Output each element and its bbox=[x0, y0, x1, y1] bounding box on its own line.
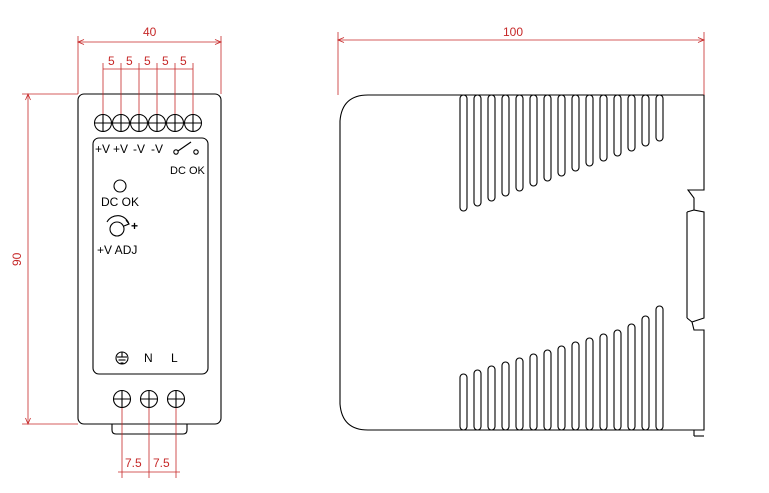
side-view bbox=[339, 94, 705, 437]
terminal-screw-icon bbox=[93, 113, 113, 133]
dim-height-label: 90 bbox=[10, 252, 24, 266]
bottom-vent-slots bbox=[459, 305, 664, 431]
dim-pitch-label: 5 bbox=[144, 54, 151, 68]
front-label-panel bbox=[92, 137, 209, 375]
output-label: +V bbox=[113, 142, 128, 156]
front-housing bbox=[77, 93, 222, 425]
terminal-screw-icon bbox=[165, 113, 185, 133]
relay-label: DC OK bbox=[170, 165, 206, 177]
terminal-screw-icon bbox=[111, 113, 131, 133]
terminal-screw-icon bbox=[183, 113, 203, 133]
relay-switch-icon bbox=[173, 141, 199, 155]
dim-pitch-label: 5 bbox=[108, 54, 115, 68]
dim-pitch-label: 5 bbox=[180, 54, 187, 68]
input-label-n: N bbox=[144, 351, 153, 365]
dc-ok-led-icon bbox=[113, 179, 127, 193]
din-clip-tab bbox=[111, 424, 188, 435]
dim-input-pitch-label: 7.5 bbox=[125, 456, 142, 470]
front-view: +V +V -V -V DC OK DC OK + +V ADJ bbox=[77, 93, 222, 435]
front-dimensions: 40 5 5 5 5 5 90 7.5 7.5 bbox=[10, 25, 223, 478]
input-label-l: L bbox=[171, 351, 178, 365]
terminal-screw-icon bbox=[112, 389, 132, 409]
output-label: +V bbox=[95, 142, 110, 156]
side-housing bbox=[339, 94, 705, 431]
input-terminal-block bbox=[112, 389, 186, 409]
dim-depth-label: 100 bbox=[503, 25, 523, 39]
dim-width-label: 40 bbox=[143, 25, 157, 39]
side-dimensions: 100 bbox=[336, 25, 706, 95]
adjust-plus-symbol: + bbox=[131, 219, 138, 233]
top-vent-slots bbox=[459, 94, 664, 212]
output-label: -V bbox=[133, 142, 145, 156]
terminal-screw-icon bbox=[129, 113, 149, 133]
dim-input-pitch-label: 7.5 bbox=[153, 456, 170, 470]
terminal-screw-icon bbox=[147, 113, 167, 133]
adjust-label: +V ADJ bbox=[97, 243, 137, 257]
led-label: DC OK bbox=[101, 195, 139, 209]
dim-pitch-label: 5 bbox=[162, 54, 169, 68]
terminal-screw-icon bbox=[139, 389, 159, 409]
earth-ground-icon bbox=[115, 351, 129, 365]
voltage-adjust-icon bbox=[106, 215, 130, 237]
output-label: -V bbox=[151, 142, 163, 156]
terminal-screw-icon bbox=[166, 389, 186, 409]
output-terminal-block bbox=[93, 113, 203, 133]
dim-pitch-label: 5 bbox=[126, 54, 133, 68]
